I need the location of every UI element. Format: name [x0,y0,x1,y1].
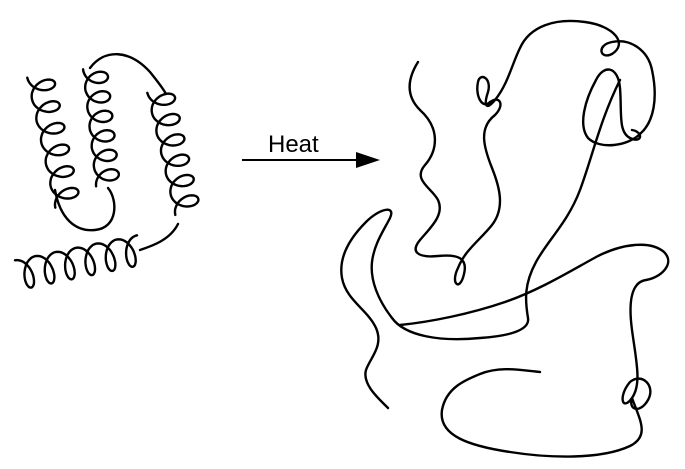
connector-loop-2 [90,54,166,94]
helix-strand-2 [83,69,119,186]
folded-protein [15,54,198,287]
heat-label: Heat [268,131,319,158]
helix-strand-3 [147,93,198,215]
connector-loop-1 [55,188,114,230]
random-coil-strand-3 [400,245,668,457]
random-coil-strand-2 [341,80,620,408]
denatured-protein [341,21,668,457]
helix-strand-4 [15,235,137,287]
helix-strand-1 [27,78,78,208]
heat-arrow: Heat [242,131,380,168]
connector-loop-3 [140,224,178,250]
arrow-head [356,152,380,168]
random-coil-strand-1 [410,21,655,284]
